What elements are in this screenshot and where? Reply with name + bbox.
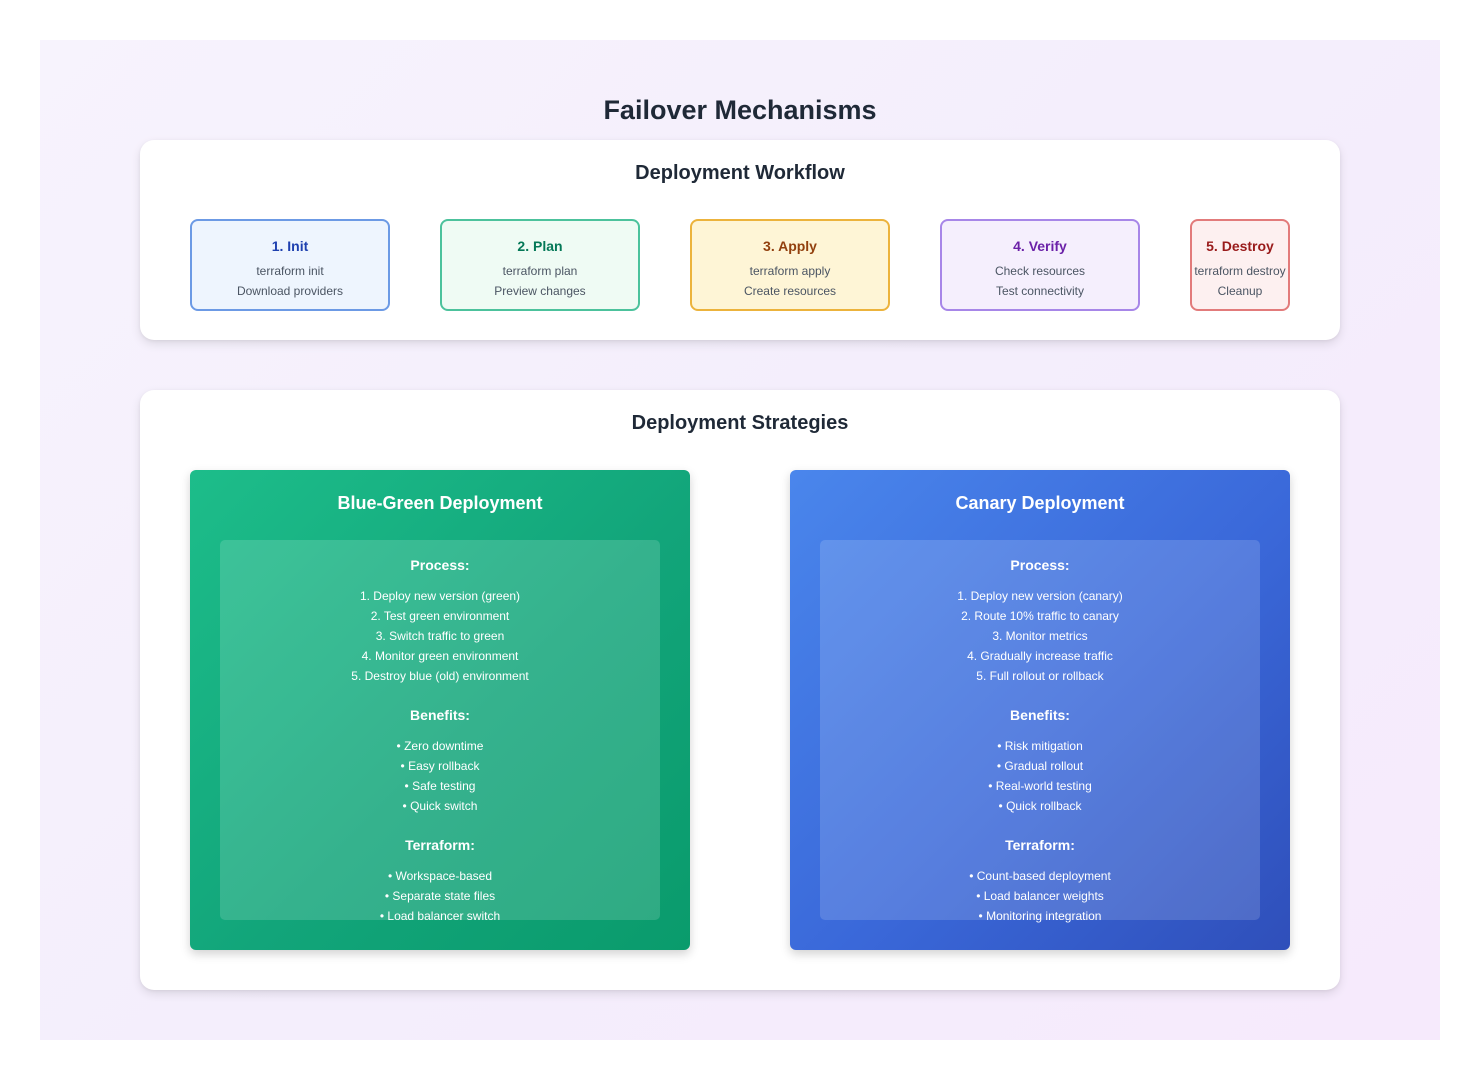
- canary-card: Canary Deployment Process: 1. Deploy new…: [790, 470, 1290, 950]
- workflow-title: Deployment Workflow: [635, 162, 845, 184]
- step-command: terraform apply: [749, 264, 831, 278]
- blue-green-details: Process: 1. Deploy new version (green) 2…: [220, 540, 660, 923]
- step-description: Cleanup: [1217, 284, 1263, 298]
- strategies-title: Deployment Strategies: [631, 412, 849, 434]
- list-item: • Load balancer switch: [379, 909, 501, 923]
- terraform-heading: Terraform:: [1005, 837, 1075, 853]
- diagram-canvas: Failover Mechanisms Deployment Workflow …: [40, 40, 1440, 1040]
- process-list: 1. Deploy new version (canary) 2. Route …: [820, 586, 1260, 686]
- list-item: • Gradual rollout: [996, 759, 1084, 773]
- workflow-step-plan: 2. Plan terraform plan Preview changes: [440, 219, 640, 311]
- list-item: • Safe testing: [404, 779, 476, 793]
- step-title: 4. Verify: [1013, 238, 1067, 254]
- page-title: Failover Mechanisms: [603, 95, 877, 125]
- canary-details: Process: 1. Deploy new version (canary) …: [820, 540, 1260, 923]
- list-item: 1. Deploy new version (canary): [957, 589, 1123, 603]
- benefits-heading: Benefits:: [1010, 707, 1070, 723]
- step-command: terraform plan: [502, 264, 578, 278]
- list-item: 3. Switch traffic to green: [375, 629, 505, 643]
- list-item: • Risk mitigation: [997, 739, 1083, 753]
- workflow-step-init: 1. Init terraform init Download provider…: [190, 219, 390, 311]
- deployment-workflow-panel: Deployment Workflow 1. Init terraform in…: [140, 140, 1340, 340]
- step-description: Create resources: [743, 284, 837, 298]
- deployment-strategies-panel: Deployment Strategies Blue-Green Deploym…: [140, 390, 1340, 990]
- process-heading: Process:: [1010, 557, 1070, 573]
- step-command: Check resources: [994, 264, 1086, 278]
- process-heading: Process:: [410, 557, 470, 573]
- workflow-step-destroy: 5. Destroy terraform destroy Cleanup: [1190, 219, 1290, 311]
- blue-green-title: Blue-Green Deployment: [337, 493, 543, 513]
- list-item: • Zero downtime: [396, 739, 484, 753]
- step-command: terraform init: [256, 264, 324, 278]
- workflow-step-verify: 4. Verify Check resources Test connectiv…: [940, 219, 1140, 311]
- step-title: 5. Destroy: [1206, 238, 1274, 254]
- step-title: 1. Init: [271, 238, 309, 254]
- step-command: terraform destroy: [1194, 264, 1286, 278]
- step-description: Preview changes: [494, 284, 586, 298]
- list-item: • Quick switch: [402, 799, 478, 813]
- list-item: • Separate state files: [384, 889, 496, 903]
- step-description: Test connectivity: [995, 284, 1085, 298]
- terraform-heading: Terraform:: [405, 837, 475, 853]
- workflow-step-apply: 3. Apply terraform apply Create resource…: [690, 219, 890, 311]
- step-title: 2. Plan: [517, 238, 563, 254]
- canary-title: Canary Deployment: [955, 493, 1125, 513]
- list-item: • Workspace-based: [387, 869, 493, 883]
- list-item: • Count-based deployment: [969, 869, 1111, 883]
- blue-green-card: Blue-Green Deployment Process: 1. Deploy…: [190, 470, 690, 950]
- benefits-list: • Zero downtime • Easy rollback • Safe t…: [220, 736, 660, 816]
- list-item: 3. Monitor metrics: [992, 629, 1088, 643]
- benefits-list: • Risk mitigation • Gradual rollout • Re…: [820, 736, 1260, 816]
- list-item: 2. Route 10% traffic to canary: [961, 609, 1119, 623]
- list-item: 2. Test green environment: [370, 609, 510, 623]
- list-item: 5. Destroy blue (old) environment: [351, 669, 529, 683]
- list-item: • Real-world testing: [988, 779, 1092, 793]
- process-list: 1. Deploy new version (green) 2. Test gr…: [220, 586, 660, 686]
- list-item: 4. Gradually increase traffic: [967, 649, 1113, 663]
- terraform-list: • Workspace-based • Separate state files…: [220, 866, 660, 926]
- step-description: Download providers: [236, 284, 344, 298]
- terraform-list: • Count-based deployment • Load balancer…: [820, 866, 1260, 926]
- list-item: • Load balancer weights: [976, 889, 1104, 903]
- list-item: • Quick rollback: [998, 799, 1082, 813]
- benefits-heading: Benefits:: [410, 707, 470, 723]
- list-item: 5. Full rollout or rollback: [976, 669, 1104, 683]
- list-item: 4. Monitor green environment: [361, 649, 519, 663]
- list-item: • Easy rollback: [400, 759, 480, 773]
- step-title: 3. Apply: [763, 238, 817, 254]
- list-item: • Monitoring integration: [978, 909, 1102, 923]
- list-item: 1. Deploy new version (green): [359, 589, 521, 603]
